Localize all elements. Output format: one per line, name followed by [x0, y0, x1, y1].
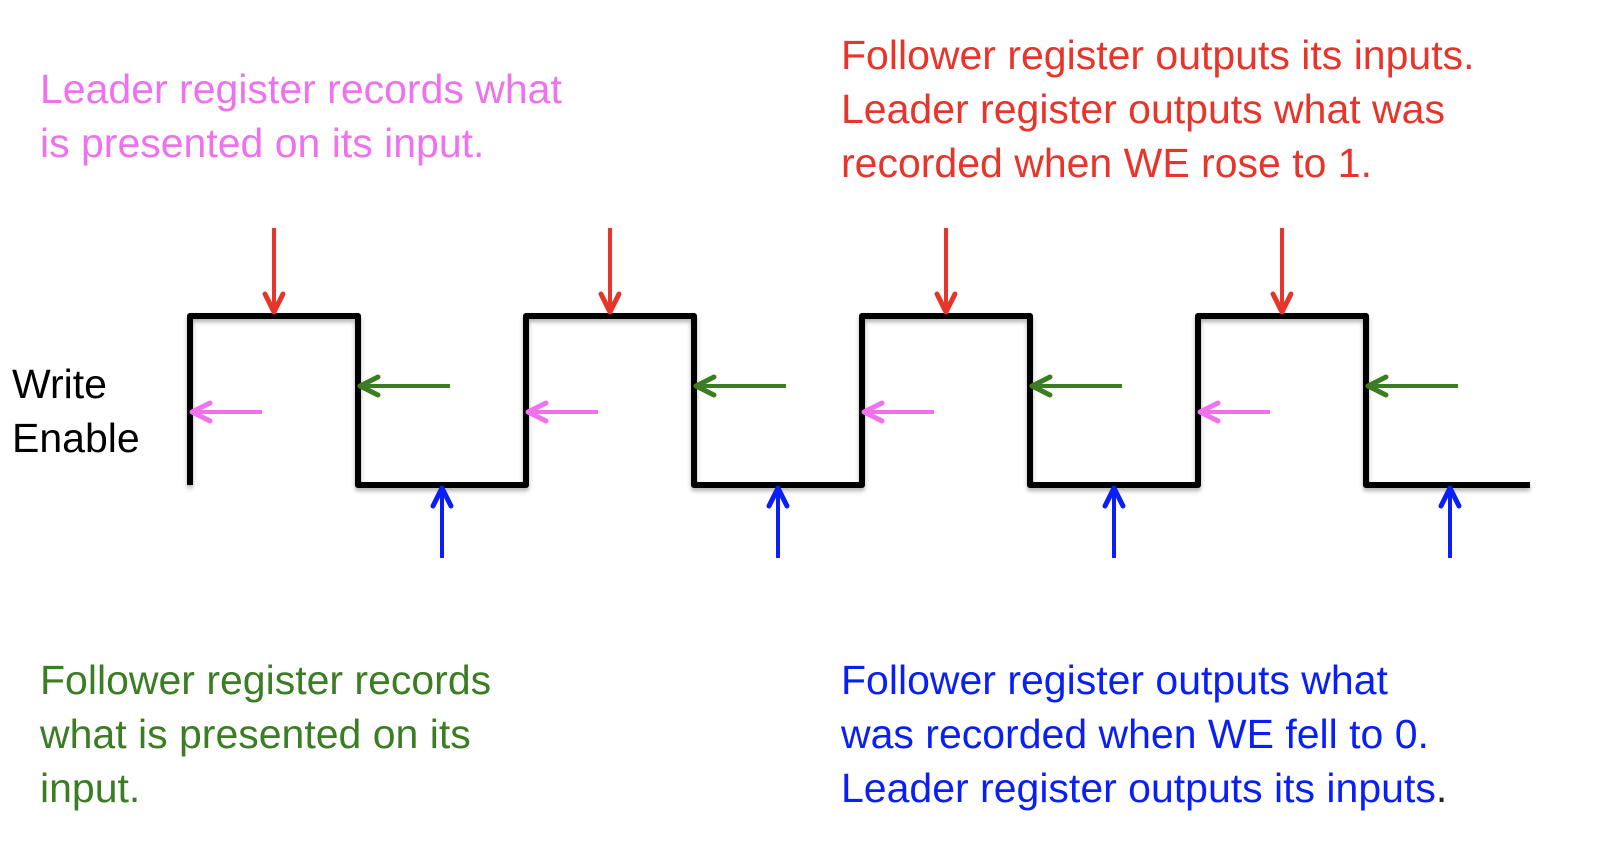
follower-records-caption: Follower register records what is presen…	[40, 657, 492, 811]
high-level-red-down-arrow-icon	[598, 228, 622, 315]
high-level-red-down-arrow-icon	[262, 228, 286, 315]
falling-caption-period: .	[1435, 765, 1448, 811]
rising-edge-pink-arrow-icon	[861, 400, 934, 424]
rising-edge-pink-arrow-icon	[189, 400, 262, 424]
falling-edge-outputs-caption: Follower register outputs what was recor…	[841, 653, 1447, 815]
falling-edge-green-arrow-icon	[357, 374, 450, 398]
falling-caption-text: Follower register outputs what was recor…	[841, 657, 1436, 811]
high-level-red-down-arrow-icon	[1270, 228, 1294, 315]
falling-edge-green-arrow-icon	[1029, 374, 1122, 398]
low-level-blue-up-arrow-icon	[1102, 485, 1126, 558]
low-level-blue-up-arrow-icon	[766, 485, 790, 558]
write-enable-waveform	[187, 313, 1530, 488]
falling-edge-green-arrow-icon	[1365, 374, 1458, 398]
low-level-blue-up-arrow-icon	[430, 485, 454, 558]
rising-edge-pink-arrow-icon	[1197, 400, 1270, 424]
leader-records-caption: Leader register records what is presente…	[40, 66, 562, 166]
high-level-red-down-arrow-icon	[934, 228, 958, 315]
low-level-blue-up-arrow-icon	[1438, 485, 1462, 558]
rising-edge-pink-arrow-icon	[525, 400, 598, 424]
falling-edge-green-arrow-icon	[693, 374, 786, 398]
rising-edge-outputs-caption: Follower register outputs its inputs. Le…	[841, 32, 1475, 186]
write-enable-label: Write Enable	[12, 361, 140, 461]
